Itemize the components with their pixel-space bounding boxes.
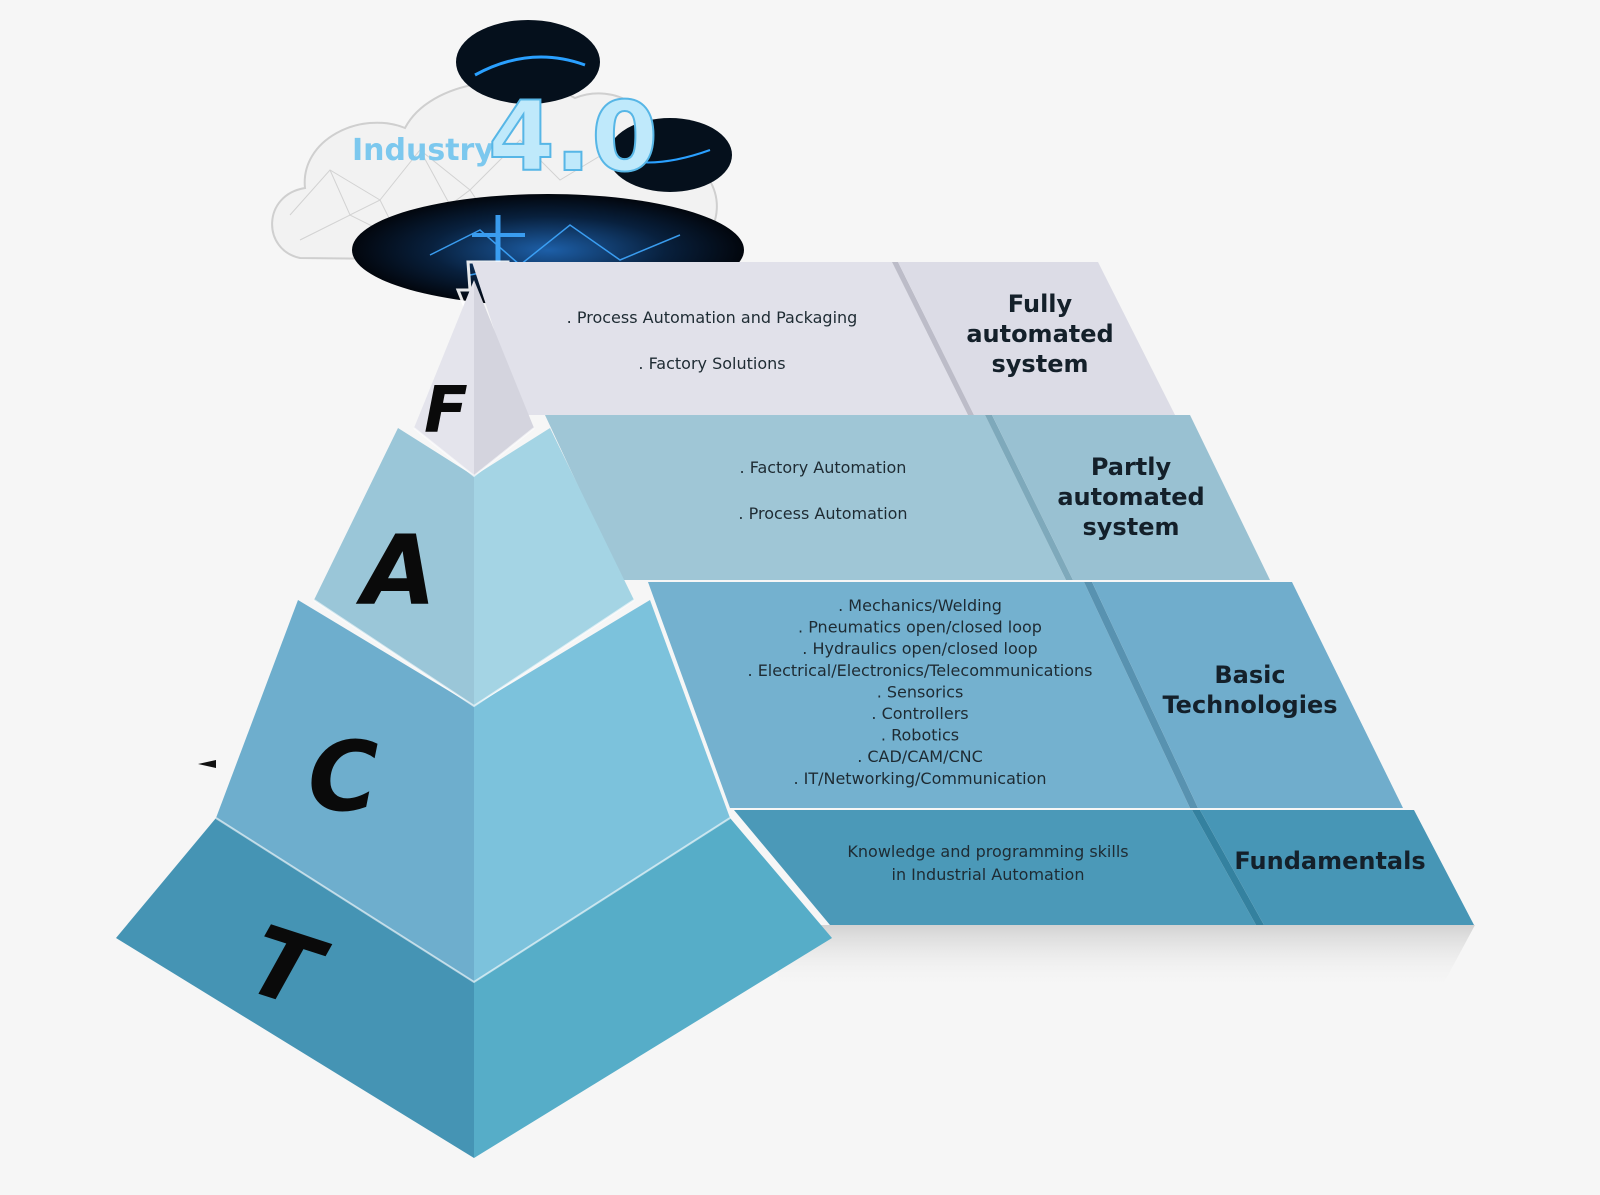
tier-partly-automated [545, 415, 1270, 580]
tier-fundamentals-item: in Industrial Automation [892, 865, 1085, 884]
tier-basic-item: . IT/Networking/Communication [793, 769, 1046, 788]
fact-pyramid: F A C T [116, 280, 832, 1158]
tier-basic-technologies [648, 582, 1403, 808]
tier-fully-main [472, 262, 968, 415]
pyramid-c-right [474, 600, 730, 982]
pyramid-f-right [474, 280, 534, 476]
tier-fundamentals-label: Fundamentals [1234, 847, 1425, 875]
tier-partly-item: . Process Automation [738, 504, 907, 523]
pyramid-letter-c: C [308, 721, 378, 833]
tier-fully-automated [472, 262, 1175, 415]
tier-fully-item: . Factory Solutions [638, 354, 785, 373]
tier-basic-divider [1084, 582, 1198, 808]
tier-basic-main [648, 582, 1190, 808]
tier-basic-item: . CAD/CAM/CNC [857, 747, 983, 766]
tier-basic-label-block [1092, 582, 1403, 808]
tier-fundamentals-label-block [1200, 810, 1474, 925]
tier-basic-item: . Robotics [881, 726, 959, 745]
tier-fully-label: Fully [1008, 290, 1073, 318]
tier-basic-item: . Controllers [871, 704, 968, 723]
tier-basic-item: . Pneumatics open/closed loop [798, 618, 1042, 637]
glow-arc-top [474, 55, 586, 77]
tier-partly-main [545, 415, 1066, 580]
glow-arc-right [624, 149, 711, 164]
tier-fundamentals-divider [1192, 810, 1264, 925]
tier-partly-label: automated [1057, 483, 1204, 511]
small-mark [198, 760, 216, 768]
pyramid-t-left [116, 818, 474, 1158]
tier-basic-item: . Hydraulics open/closed loop [802, 639, 1037, 658]
tier-basic-item: . Sensorics [877, 682, 964, 701]
dark-blob-right [608, 118, 732, 192]
tier-basic-label: Basic [1214, 661, 1285, 689]
tier-fundamentals [734, 810, 1474, 925]
tier-fully-item: . Process Automation and Packaging [567, 308, 858, 327]
tier-fully-divider [892, 262, 974, 415]
tier-fully-label-block [898, 262, 1175, 415]
pyramid-edge-highlights [215, 427, 731, 984]
pyramid-letter-f: F [424, 374, 468, 448]
tier-partly-divider [985, 415, 1073, 580]
tier-fully-label: automated [966, 320, 1113, 348]
pyramid-a-right [474, 428, 634, 706]
tier-fundamentals-item: Knowledge and programming skills [847, 842, 1128, 861]
tier-fully-label: system [992, 350, 1089, 378]
tier-partly-item: . Factory Automation [740, 458, 907, 477]
pyramid-a-left [314, 428, 474, 706]
tier-partly-label: Partly [1091, 453, 1172, 481]
tier-basic-label: Technologies [1162, 691, 1337, 719]
pyramid-t-right [474, 818, 832, 1158]
pyramid-f-left [414, 280, 474, 476]
tier-basic-item: . Mechanics/Welding [838, 596, 1002, 615]
pyramid-letter-a: A [355, 515, 436, 627]
tier-basic-item: . Electrical/Electronics/Telecommunicati… [748, 661, 1093, 680]
pyramid-c-left [216, 600, 474, 982]
tier-partly-label: system [1083, 513, 1180, 541]
tier-fundamentals-main [734, 810, 1256, 925]
dark-blob-top [456, 20, 600, 104]
logo-number: 4.0 [488, 81, 658, 193]
logo-word: Industry [352, 133, 494, 168]
ground-shadow [770, 925, 1475, 990]
tier-partly-label-block [992, 415, 1270, 580]
tier-text-layer: . Process Automation and Packaging . Fact… [567, 290, 1426, 884]
